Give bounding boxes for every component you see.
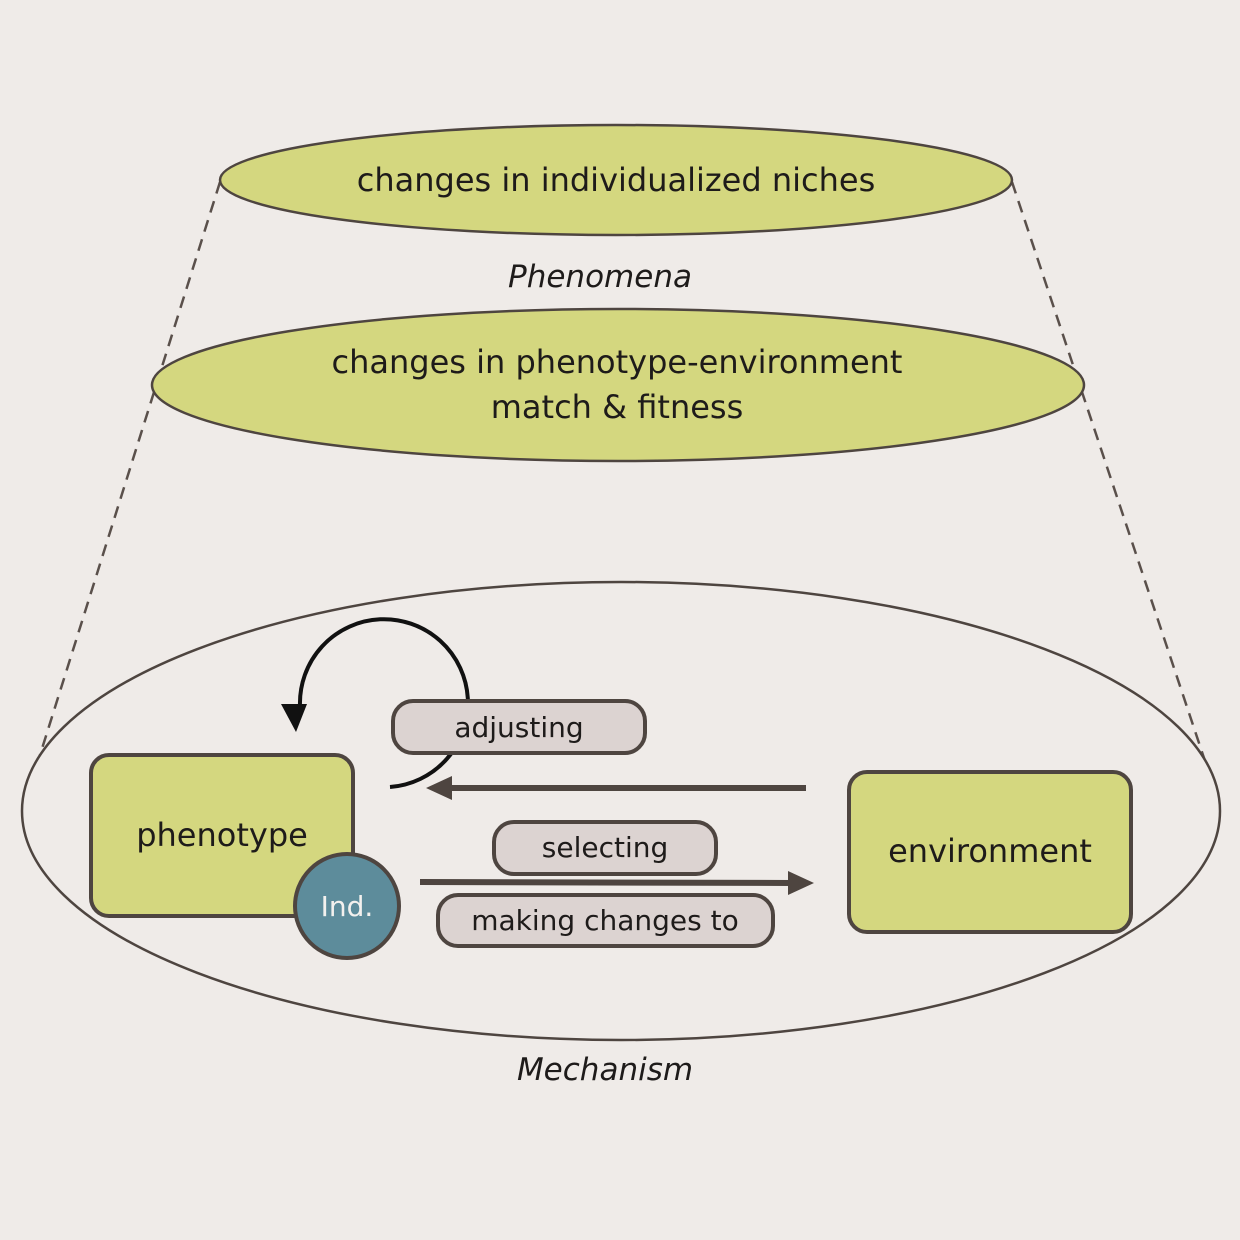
phenotype-label: phenotype (136, 816, 308, 854)
phenomena-label: Phenomena (508, 259, 692, 295)
making-changes-pill (436, 893, 775, 948)
environment-to-phenotype-arrowhead (426, 776, 452, 800)
environment-box (847, 770, 1133, 934)
fitness-label-line2: match & fitness (491, 388, 744, 426)
adjusting-loop-arrowhead (281, 704, 307, 732)
cone-line-left (22, 181, 222, 807)
fitness-label-line1: changes in phenotype-environment (332, 343, 903, 381)
cone-line-right (1010, 181, 1222, 807)
selecting-label: selecting (542, 831, 669, 864)
environment-label: environment (888, 832, 1092, 870)
mechanism-label: Mechanism (517, 1052, 693, 1088)
making-changes-label: making changes to (471, 904, 739, 937)
adjusting-label: adjusting (454, 711, 583, 744)
adjusting-pill (391, 699, 647, 755)
adjusting-loop-arrow (297, 617, 470, 789)
phenotype-to-environment-arrowhead (788, 871, 814, 895)
phenotype-to-environment-arrow (419, 879, 793, 886)
individual-circle (293, 852, 401, 960)
individual-label: Ind. (321, 890, 374, 923)
fitness-ellipse (150, 307, 1086, 463)
niches-label: changes in individualized niches (357, 161, 876, 199)
phenotype-box (89, 753, 355, 918)
selecting-pill (492, 820, 718, 876)
niches-ellipse (218, 123, 1014, 237)
